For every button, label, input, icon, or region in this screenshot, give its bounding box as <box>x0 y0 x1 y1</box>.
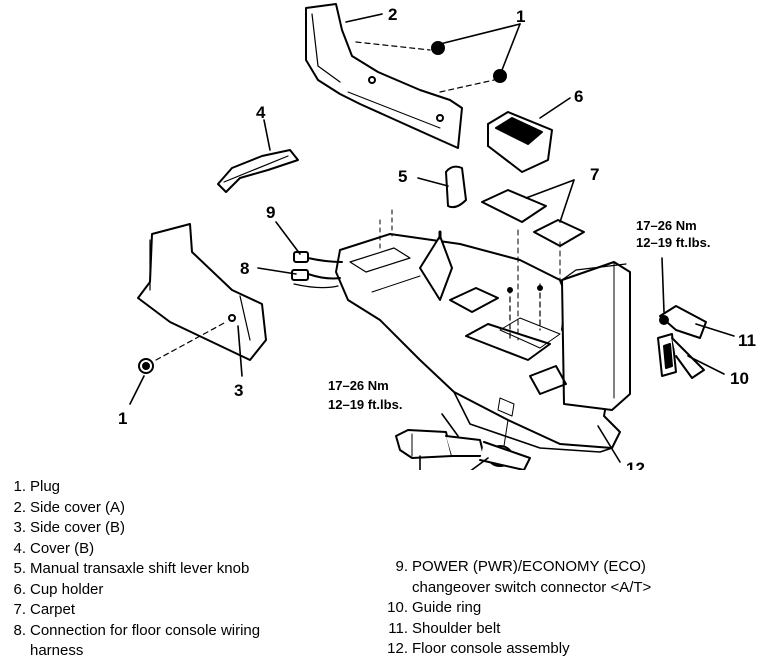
wiring-connectors <box>291 251 343 289</box>
legend-item-7: 7.Carpet <box>13 601 76 618</box>
torque-right-nm: 17–26 Nm <box>636 218 697 233</box>
cover-b <box>217 149 299 193</box>
legend-item-4: 4.Cover (B) <box>13 539 95 557</box>
legend-right: 9.POWER (PWR)/ECONOMY (ECO) changeover s… <box>384 557 651 660</box>
callout-4: 4 <box>256 103 266 122</box>
torque-bottom-nm: 17–26 Nm <box>328 378 389 393</box>
callout-10-right: 10 <box>730 369 749 388</box>
floor-console <box>335 209 631 453</box>
leader-lines <box>129 13 735 470</box>
callout-6: 6 <box>574 87 583 106</box>
legend-item-8: 8.Connection for floor console wiring <box>13 621 261 639</box>
callout-7: 7 <box>590 165 599 184</box>
side-cover-a <box>305 3 463 149</box>
carpets <box>481 189 585 247</box>
callout-9: 9 <box>266 203 275 222</box>
legend-item-9-cont: changeover switch connector <A/T> <box>412 578 652 596</box>
plug-lower <box>138 321 227 374</box>
legend-item-12: 12.Floor console assembly <box>387 640 570 657</box>
shoulder-belt-bottom <box>395 429 531 470</box>
callout-1-lower: 1 <box>118 409 127 428</box>
callout-11-right: 11 <box>738 331 756 350</box>
shift-knob <box>445 165 467 209</box>
exploded-parts-diagram: 1 2 4 6 5 7 9 8 3 1 12 11 10 11 10 17–26… <box>118 3 756 470</box>
cup-holder <box>487 111 553 173</box>
callout-3: 3 <box>234 381 243 400</box>
shoulder-belt-right <box>657 305 707 379</box>
callout-1-top: 1 <box>516 7 525 26</box>
side-cover-b <box>137 223 267 361</box>
callout-2: 2 <box>388 5 397 24</box>
legend-left: 1.Plug 2.Side cover (A) 3.Side cover (B)… <box>4 477 260 662</box>
callout-5: 5 <box>398 167 407 186</box>
legend-item-1: 1.Plug <box>13 478 61 495</box>
callout-12: 12 <box>626 459 645 470</box>
legend-item-3: 3.Side cover (B) <box>13 519 126 536</box>
legend-item-6: 6.Cup holder <box>13 580 104 598</box>
legend-item-11: 11.Shoulder belt <box>388 619 501 637</box>
legend-item-8-cont: harness <box>30 642 84 659</box>
torque-right-ftlbs: 12–19 ft.lbs. <box>636 235 710 250</box>
callout-8: 8 <box>240 259 249 278</box>
legend-item-5: 5.Manual transaxle shift lever knob <box>13 560 250 577</box>
legend-item-2: 2.Side cover (A) <box>13 498 126 516</box>
legend-item-9: 9.POWER (PWR)/ECONOMY (ECO) <box>395 558 646 575</box>
legend-item-10: 10.Guide ring <box>387 599 482 616</box>
torque-bottom-ftlbs: 12–19 ft.lbs. <box>328 397 402 412</box>
plug-top <box>355 41 507 93</box>
